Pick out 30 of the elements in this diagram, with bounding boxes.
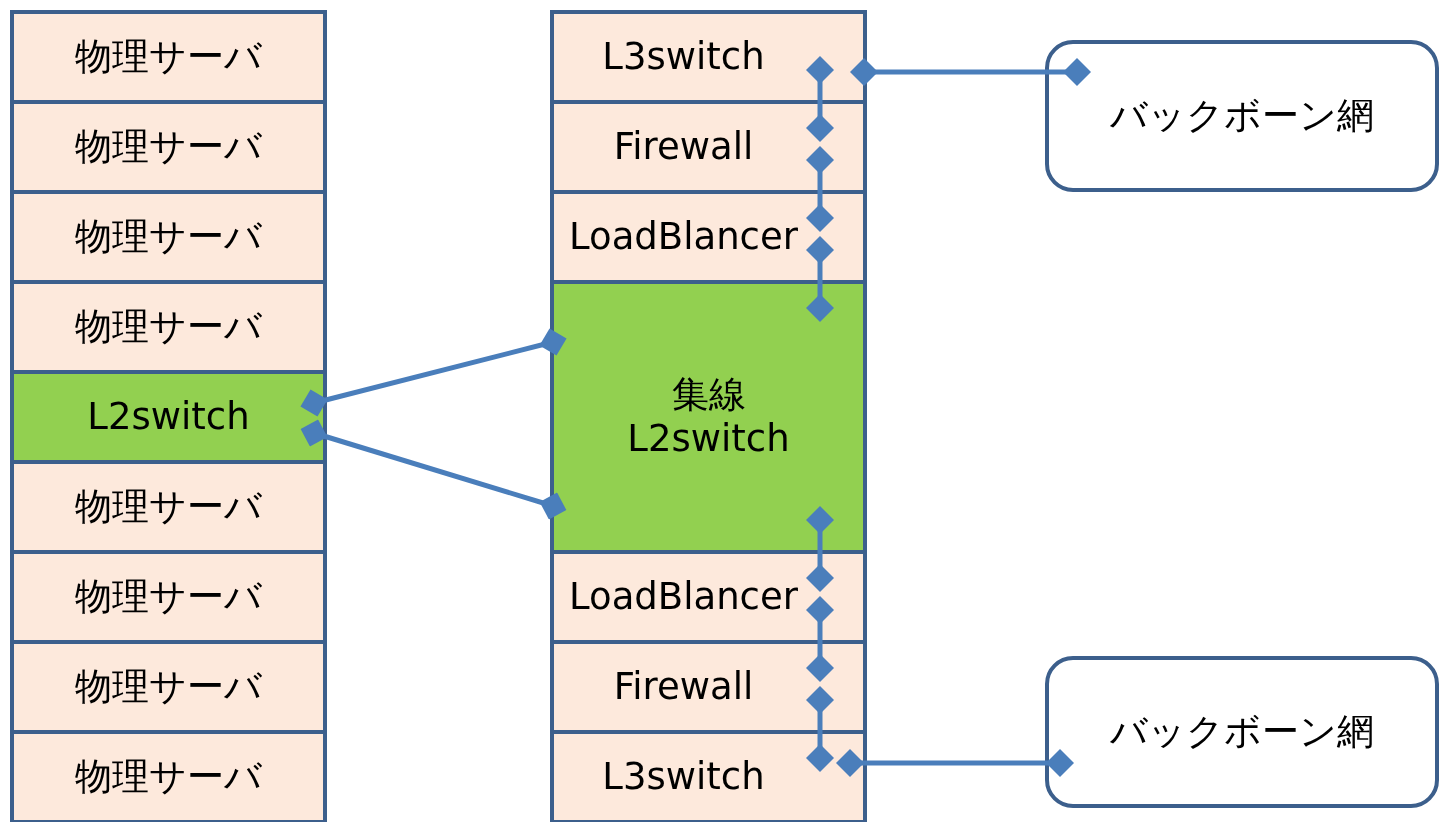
connector-line [300, 419, 567, 520]
node-label: Firewall [613, 664, 754, 710]
connector-line [806, 236, 834, 322]
connector-line [836, 749, 1074, 777]
node-label: LoadBlancer [569, 574, 798, 620]
node-label: L3switch [602, 34, 765, 80]
node-label: 物理サーバ [75, 664, 262, 710]
node-label: 物理サーバ [75, 124, 262, 170]
node-label: 物理サーバ [75, 574, 262, 620]
node-label: Firewall [613, 124, 754, 170]
node-label: LoadBlancer [569, 214, 798, 260]
node-label: 物理サーバ [75, 214, 262, 260]
network-box [1045, 656, 1439, 808]
node-label: バックボーン網 [1110, 709, 1374, 755]
node-label: L2switch [86, 394, 251, 440]
node-label: 物理サーバ [75, 484, 262, 530]
connector-line [806, 506, 834, 592]
node-label: 集線 L2switch [626, 372, 791, 462]
connector-line [300, 328, 567, 417]
node-label: L3switch [602, 754, 765, 800]
connector-line [806, 596, 834, 682]
connector-line [850, 58, 1091, 86]
node-label: 物理サーバ [75, 754, 262, 800]
connector-line [806, 686, 834, 772]
connector-line [806, 146, 834, 232]
network-box [1045, 40, 1439, 192]
connector-line [806, 56, 834, 142]
node-label: 物理サーバ [75, 304, 262, 350]
node-label: 物理サーバ [75, 34, 262, 80]
node-label: バックボーン網 [1110, 93, 1374, 139]
